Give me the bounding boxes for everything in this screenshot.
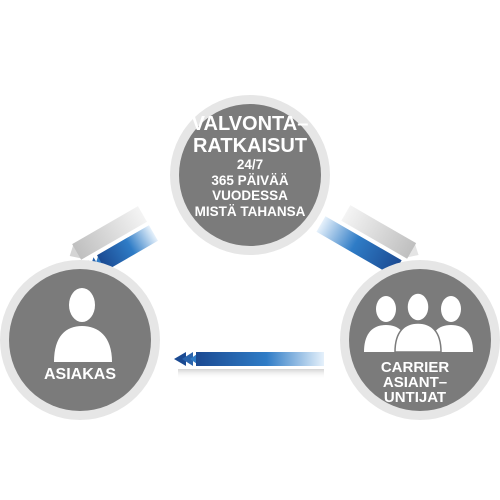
right-node — [340, 260, 500, 420]
top-node-subtitle-line: VUODESSA — [212, 188, 288, 203]
arrow-right-to-left — [174, 352, 324, 379]
top-node-subtitle-line: 24/7 — [236, 157, 264, 172]
right-node-label-line: UNTIJAT — [383, 389, 447, 406]
top-node-subtitle: 24/7 365 PÄIVÄÄ VUODESSA MISTÄ TAHANSA — [170, 157, 330, 219]
top-node-title-line2: RATKAISUT — [192, 135, 308, 157]
right-node-label: CARRIER ASIANT– UNTIJAT — [350, 360, 480, 405]
left-node — [0, 260, 160, 420]
top-node — [170, 95, 330, 255]
person-icon — [54, 288, 112, 362]
right-node-label-line: ASIANT– — [382, 374, 448, 391]
top-node-subtitle-line: 365 PÄIVÄÄ — [211, 172, 289, 188]
right-node-label-line: CARRIER — [380, 359, 450, 376]
top-node-title: VALVONTA– RATKAISUT — [170, 113, 330, 157]
top-node-title-line1: VALVONTA– — [191, 113, 309, 135]
left-node-label: ASIAKAS — [43, 366, 116, 383]
top-node-subtitle-line: MISTÄ TAHANSA — [194, 203, 306, 219]
group-of-people-icon — [364, 292, 473, 353]
